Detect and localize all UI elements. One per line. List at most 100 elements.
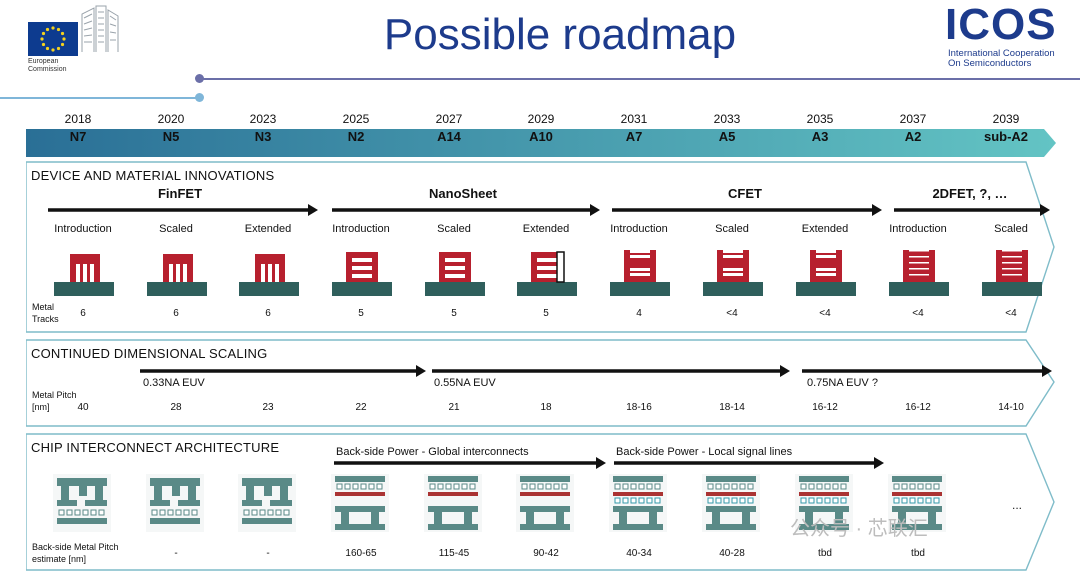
node-label: N3 xyxy=(254,129,272,144)
year-label: 2039 xyxy=(992,112,1020,126)
stage-label: Introduction xyxy=(54,223,112,235)
backside-pitch-label: Back-side Metal Pitch estimate [nm] xyxy=(32,542,119,564)
continuation-ellipsis: ... xyxy=(1012,498,1023,512)
node-label: A10 xyxy=(529,129,553,144)
node-label: A7 xyxy=(625,129,643,144)
interconnect-front-icon xyxy=(238,474,296,532)
year-label: 2029 xyxy=(527,112,555,126)
stage-label: Extended xyxy=(522,223,570,235)
technology-label: FinFET xyxy=(157,186,203,201)
metal-track-value: <4 xyxy=(912,308,924,319)
stage-label: Extended xyxy=(801,223,849,235)
divider-dot xyxy=(195,74,204,83)
eu-star xyxy=(62,37,66,41)
interconnect-global-icon xyxy=(424,474,482,532)
year-label: 2018 xyxy=(64,112,92,126)
year-label: 2031 xyxy=(620,112,648,126)
transistor-nanosheet-icon xyxy=(330,250,392,296)
metal-track-value: 6 xyxy=(265,308,271,319)
backside-pitch-value: tbd xyxy=(911,548,925,559)
euv-label-055: 0.55NA EUV xyxy=(434,377,496,389)
year-label: 2023 xyxy=(249,112,277,126)
year-label: 2035 xyxy=(806,112,834,126)
metal-track-value: <4 xyxy=(726,308,738,319)
interconnect-section-title: CHIP INTERCONNECT ARCHITECTURE xyxy=(31,440,280,455)
metal-pitch-label: Metal Pitch [nm] xyxy=(32,390,77,412)
interconnect-front-icon xyxy=(53,474,111,532)
euv-label-075: 0.75NA EUV ? xyxy=(807,377,878,389)
transistor-finfet-icon xyxy=(52,250,114,296)
metal-pitch-value: 18-16 xyxy=(626,402,652,413)
backside-pitch-value: 40-28 xyxy=(719,548,745,559)
transistor-cfet-icon xyxy=(794,244,856,296)
header-divider-secondary xyxy=(0,97,200,99)
interconnect-local-icon xyxy=(702,474,760,532)
stage-label: Scaled xyxy=(159,223,193,235)
eu-star xyxy=(51,48,55,52)
transistor-cfet-icon xyxy=(608,244,670,296)
node-label: A3 xyxy=(811,129,829,144)
node-label: A5 xyxy=(718,129,736,144)
backside-pitch-value: 40-34 xyxy=(626,548,652,559)
backside-pitch-value: 160-65 xyxy=(345,548,377,559)
eu-star xyxy=(41,31,46,36)
node-label: N2 xyxy=(347,129,365,144)
backside-pitch-value: - xyxy=(174,548,178,559)
berlaymont-building-icon xyxy=(80,4,120,54)
metal-track-value: 6 xyxy=(80,308,86,319)
backside-pitch-value: 90-42 xyxy=(533,548,559,559)
technology-arrows xyxy=(48,204,1050,216)
metal-track-value: <4 xyxy=(1005,308,1017,319)
node-label: A2 xyxy=(904,129,922,144)
metal-pitch-value: 18-14 xyxy=(719,402,745,413)
transistor-nanosheet-icon xyxy=(423,250,485,296)
header-divider xyxy=(200,78,1080,80)
stage-label: Introduction xyxy=(332,223,390,235)
backside-local-label: Back-side Power - Local signal lines xyxy=(616,446,793,458)
technology-label: CFET xyxy=(728,186,762,201)
eu-star xyxy=(45,46,50,51)
stage-label: Introduction xyxy=(610,223,668,235)
metal-pitch-value: 18 xyxy=(540,402,552,413)
interconnect-local-icon xyxy=(795,474,853,532)
metal-track-value: 5 xyxy=(358,308,364,319)
metal-pitch-value: 16-12 xyxy=(812,402,838,413)
metal-tracks-label: Metal Tracks xyxy=(32,302,59,324)
stage-label: Scaled xyxy=(437,223,471,235)
transistor-nanosheet-fork-icon xyxy=(515,250,577,296)
metal-track-value: 5 xyxy=(451,308,457,319)
transistor-finfet-icon xyxy=(237,250,299,296)
transistor-2dfet-icon xyxy=(887,244,949,296)
interconnect-global-icon xyxy=(516,474,574,532)
year-label: 2037 xyxy=(899,112,927,126)
metal-pitch-value: 40 xyxy=(77,402,89,413)
transistor-cfet-icon xyxy=(701,244,763,296)
device-panel-frame xyxy=(26,161,1055,333)
transistor-2dfet-icon xyxy=(980,244,1042,296)
metal-pitch-value: 22 xyxy=(355,402,367,413)
technology-label: NanoSheet xyxy=(429,186,497,201)
node-label: sub-A2 xyxy=(983,129,1029,144)
interconnect-local-icon xyxy=(888,474,946,532)
metal-pitch-value: 16-12 xyxy=(905,402,931,413)
icos-subtitle: International Cooperation On Semiconduct… xyxy=(948,48,1055,69)
interconnect-front-icon xyxy=(146,474,204,532)
interconnect-local-icon xyxy=(609,474,667,532)
device-section-title: DEVICE AND MATERIAL INNOVATIONS xyxy=(31,168,275,183)
eu-star xyxy=(41,42,46,47)
eu-star xyxy=(56,27,61,32)
backside-global-label: Back-side Power - Global interconnects xyxy=(336,446,529,458)
technology-label: 2DFET, ?, … xyxy=(932,186,1008,201)
euv-arrows xyxy=(140,365,1052,377)
year-label: 2020 xyxy=(157,112,185,126)
metal-track-value: 5 xyxy=(543,308,549,319)
metal-pitch-value: 23 xyxy=(262,402,274,413)
year-label: 2033 xyxy=(713,112,741,126)
technology-arrow-head xyxy=(872,204,882,216)
metal-track-value: 4 xyxy=(636,308,642,319)
scaling-section-title: CONTINUED DIMENSIONAL SCALING xyxy=(31,346,268,361)
metal-pitch-value: 14-10 xyxy=(998,402,1024,413)
node-label: N7 xyxy=(69,129,87,144)
